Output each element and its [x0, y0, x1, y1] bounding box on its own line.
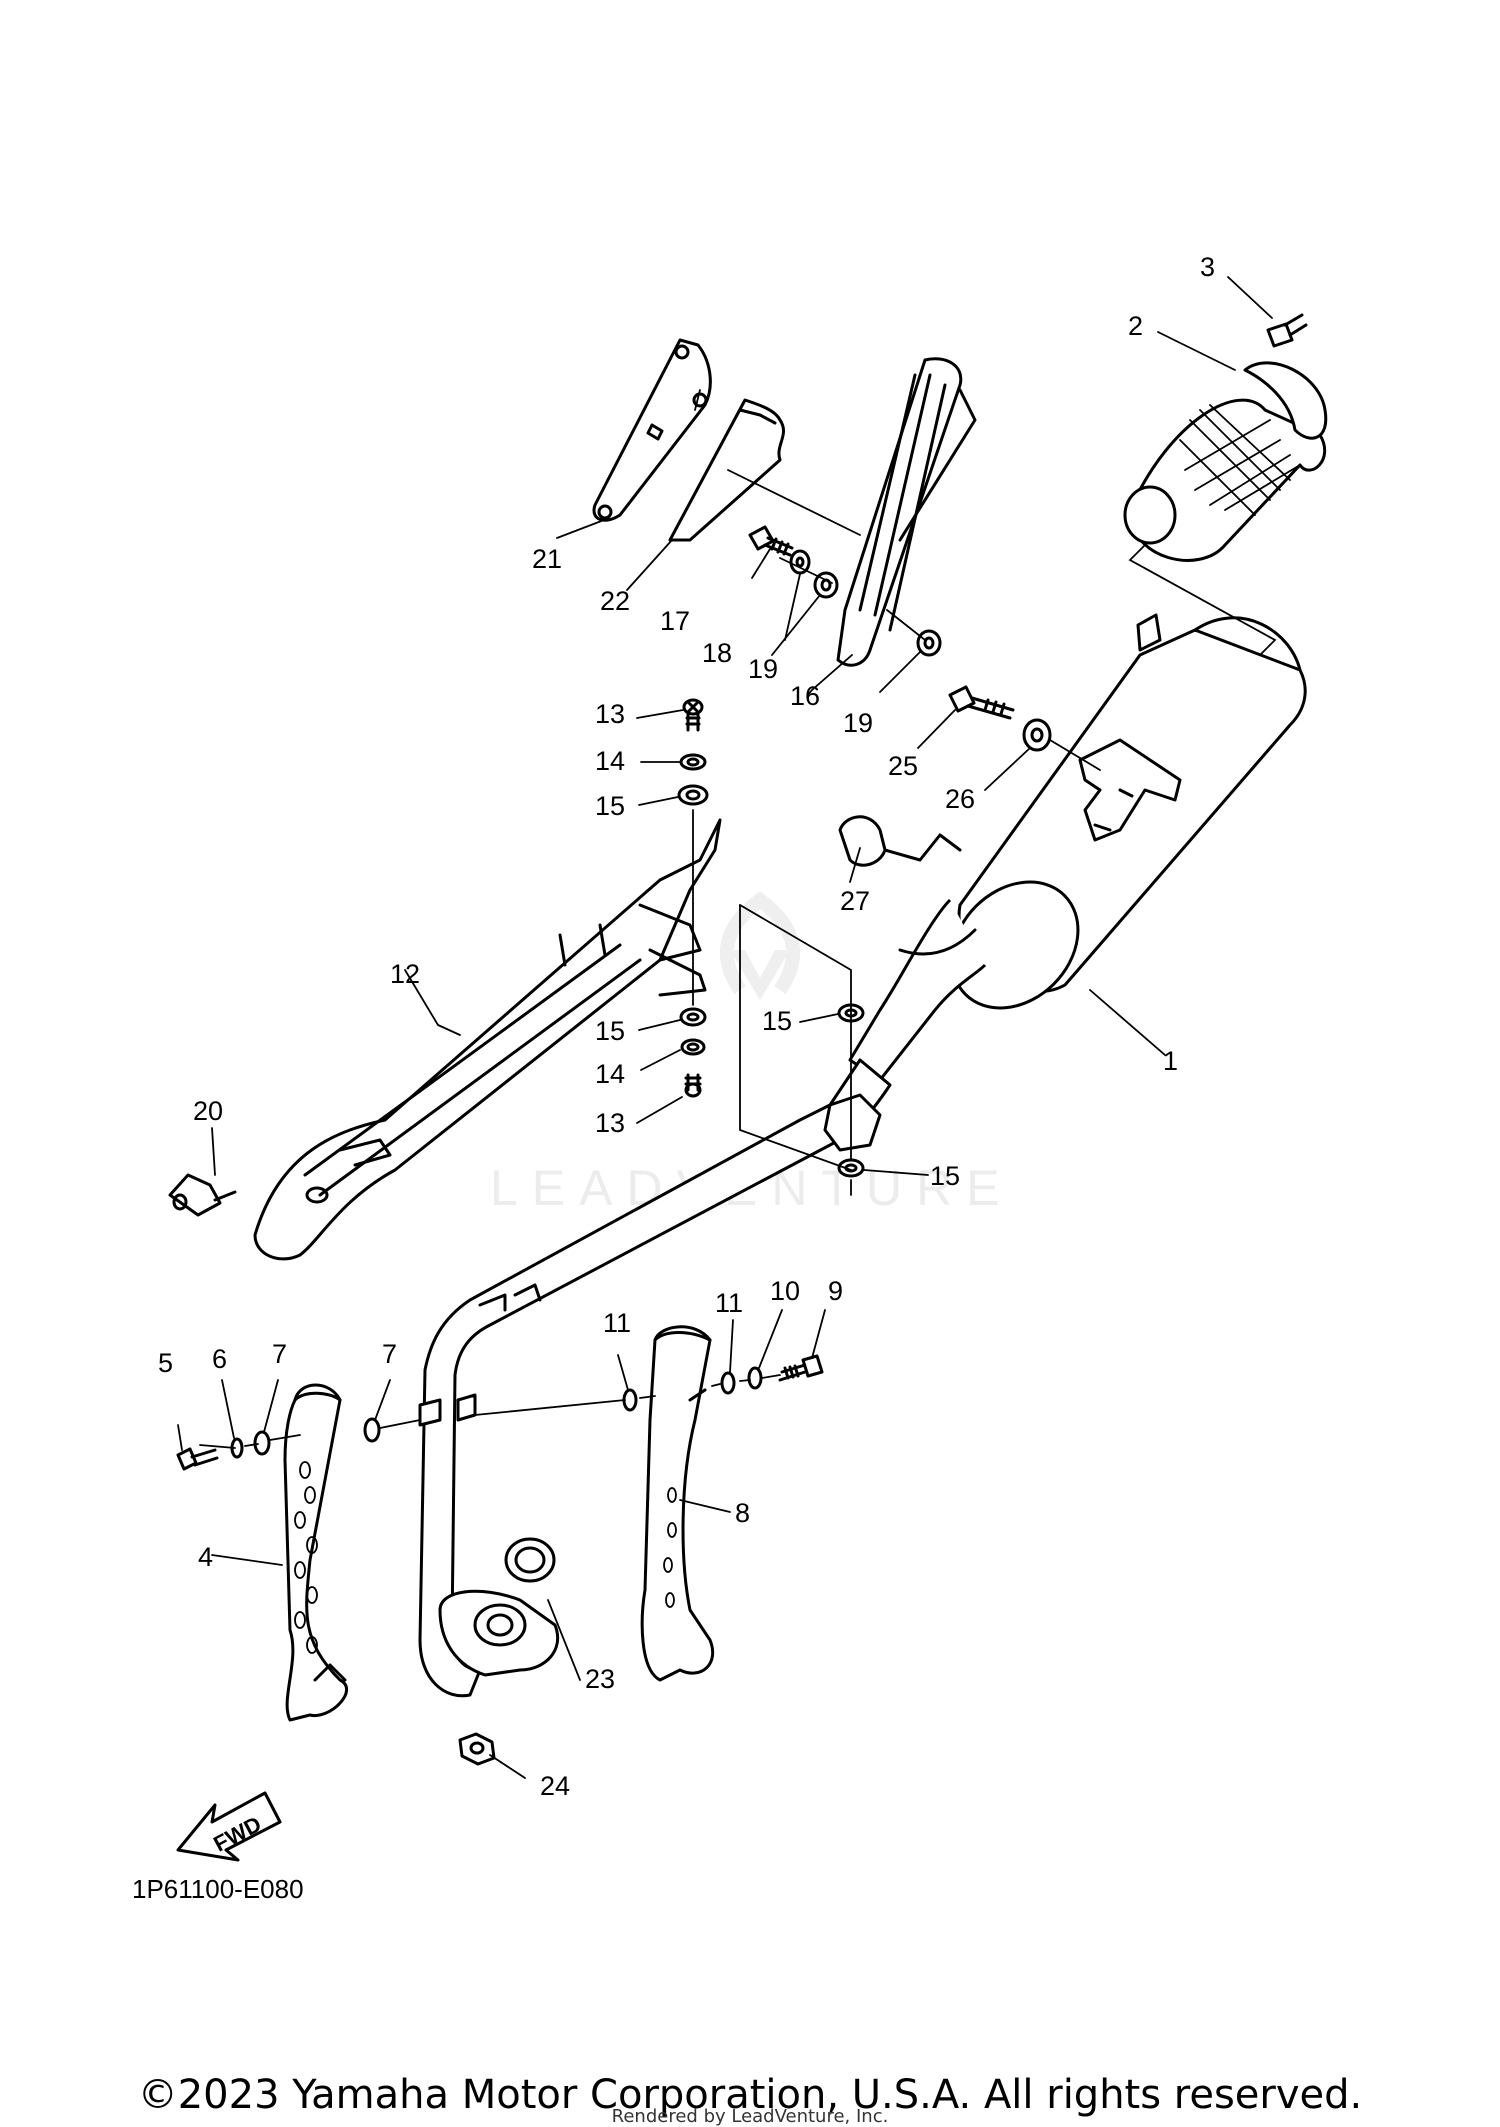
- callout-9: 9: [828, 1276, 843, 1306]
- part-12-stay: [253, 818, 722, 1261]
- part-27-damper: [838, 815, 962, 867]
- part-11-washer-right: [720, 1371, 736, 1395]
- assembly-lines: [199, 389, 1277, 1449]
- callout-3: 3: [1200, 252, 1215, 282]
- part-19-washer-lower: [916, 629, 942, 657]
- part-25-bolt: [948, 685, 1015, 720]
- part-7-washer-right: [363, 1417, 381, 1443]
- part-16-bracket: [836, 357, 977, 667]
- callout-13-lower: 13: [595, 1108, 625, 1138]
- callout-15-upper: 15: [595, 791, 625, 821]
- callout-11-left: 11: [603, 1308, 631, 1338]
- exhaust-pipe: [418, 1058, 892, 1698]
- callout-15-mid-left: 15: [595, 1016, 625, 1046]
- callout-14-upper: 14: [595, 746, 625, 776]
- callout-16: 16: [790, 681, 820, 711]
- callout-17: 17: [660, 606, 690, 636]
- rendered-by-notice: Rendered by LeadVenture, Inc.: [611, 2106, 889, 2127]
- callout-5: 5: [158, 1348, 173, 1378]
- part-9-screw: [778, 1354, 824, 1382]
- part-13-bolt-upper: [682, 698, 704, 732]
- part-8-protector: [640, 1325, 715, 1682]
- part-24-nut: [458, 1732, 496, 1766]
- part-23-gasket: [504, 1537, 556, 1583]
- callout-1: 1: [1163, 1046, 1178, 1076]
- callout-7-left: 7: [272, 1339, 287, 1369]
- callout-27: 27: [840, 886, 870, 916]
- part-3-bolt: [1266, 313, 1308, 348]
- part-26-washer: [1022, 718, 1052, 752]
- callout-23: 23: [585, 1664, 615, 1694]
- leader-lines: [177, 276, 1273, 1779]
- copyright-notice: ©2023 Yamaha Motor Corporation, U.S.A. A…: [137, 2072, 1363, 2118]
- callout-14-lower: 14: [595, 1059, 625, 1089]
- part-15-grommet-lower: [837, 1158, 865, 1178]
- callout-25: 25: [888, 751, 918, 781]
- part-14-washer-upper: [679, 753, 707, 771]
- callout-6: 6: [212, 1344, 227, 1374]
- part-13-bolt-lower: [684, 1073, 702, 1098]
- part-15-grommet-mid-left: [679, 1007, 707, 1027]
- callout-15-lower: 15: [930, 1161, 960, 1191]
- part-18-washer: [789, 549, 811, 575]
- callout-22: 22: [600, 586, 630, 616]
- callout-10: 10: [770, 1276, 800, 1306]
- callouts: 3 2 1 21 22 17 18 19 16 19 13 14 15 25 2…: [158, 252, 1215, 1801]
- callout-15-mid-right: 15: [762, 1006, 792, 1036]
- callout-2: 2: [1128, 311, 1143, 341]
- catalog-code: 1P61100-E080: [132, 1874, 304, 1904]
- part-2-insert: [1123, 361, 1328, 562]
- callout-19a: 19: [748, 654, 778, 684]
- part-22-gasket: [668, 398, 786, 542]
- callout-18: 18: [702, 638, 732, 668]
- part-15-grommet-upper: [677, 784, 709, 806]
- callout-26: 26: [945, 784, 975, 814]
- callout-13-upper: 13: [595, 699, 625, 729]
- callout-19b: 19: [843, 708, 873, 738]
- part-7-washer-left: [253, 1430, 271, 1456]
- part-14-washer-lower: [680, 1038, 706, 1056]
- callout-11-right: 11: [715, 1288, 743, 1318]
- callout-4: 4: [198, 1542, 213, 1572]
- callout-12: 12: [390, 959, 420, 989]
- part-5-screw: [176, 1447, 219, 1471]
- callout-20: 20: [193, 1096, 223, 1126]
- part-19-washer-upper: [813, 571, 839, 599]
- part-21-cover: [592, 338, 712, 522]
- callout-21: 21: [532, 544, 562, 574]
- part-20-bolt: [168, 1173, 237, 1217]
- callout-24: 24: [540, 1771, 570, 1801]
- part-4-protector: [283, 1383, 348, 1722]
- callout-8: 8: [735, 1498, 750, 1528]
- fwd-arrow-icon: FWD: [176, 1791, 282, 1862]
- part-10-washer: [747, 1366, 763, 1390]
- part-1-muffler: [848, 613, 1307, 1082]
- callout-7-right: 7: [382, 1339, 397, 1369]
- part-17-screw: [748, 525, 794, 557]
